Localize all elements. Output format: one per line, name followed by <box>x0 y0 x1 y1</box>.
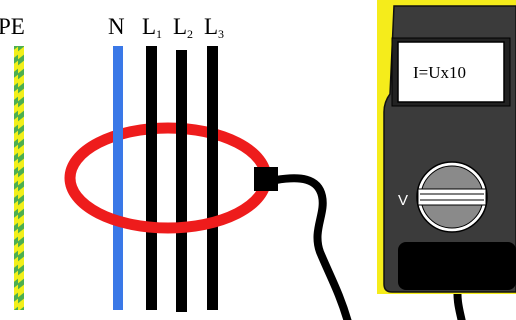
meter-display <box>397 41 505 103</box>
label-l1: L 1 <box>142 14 162 41</box>
conductor-l3 <box>207 46 218 310</box>
conductor-l1 <box>146 46 157 310</box>
conductor-pe <box>14 46 24 310</box>
label-l1-main: L <box>142 14 156 39</box>
label-n: N <box>108 14 125 39</box>
clamp-ring-back <box>64 122 272 179</box>
clamp-ring-front <box>64 177 272 234</box>
label-l3: L 3 <box>204 14 224 41</box>
label-l2-main: L <box>173 14 187 39</box>
meter-display-text: I=Ux10 <box>413 63 466 82</box>
conductor-n <box>113 46 123 310</box>
label-l2-sub: 2 <box>187 27 193 41</box>
clamp-cable <box>272 174 352 320</box>
meter-rotary-knob[interactable] <box>416 161 488 233</box>
conductor-l2 <box>176 50 187 312</box>
label-l3-main: L <box>204 14 218 39</box>
label-l2: L 2 <box>173 14 193 41</box>
label-l1-sub: 1 <box>156 27 162 41</box>
label-l3-sub: 3 <box>218 27 224 41</box>
label-pe: PE <box>0 14 25 39</box>
meter-input-socket <box>398 242 516 290</box>
multimeter: I=Ux10 V <box>377 0 516 294</box>
meter-range-label: V <box>398 192 408 209</box>
